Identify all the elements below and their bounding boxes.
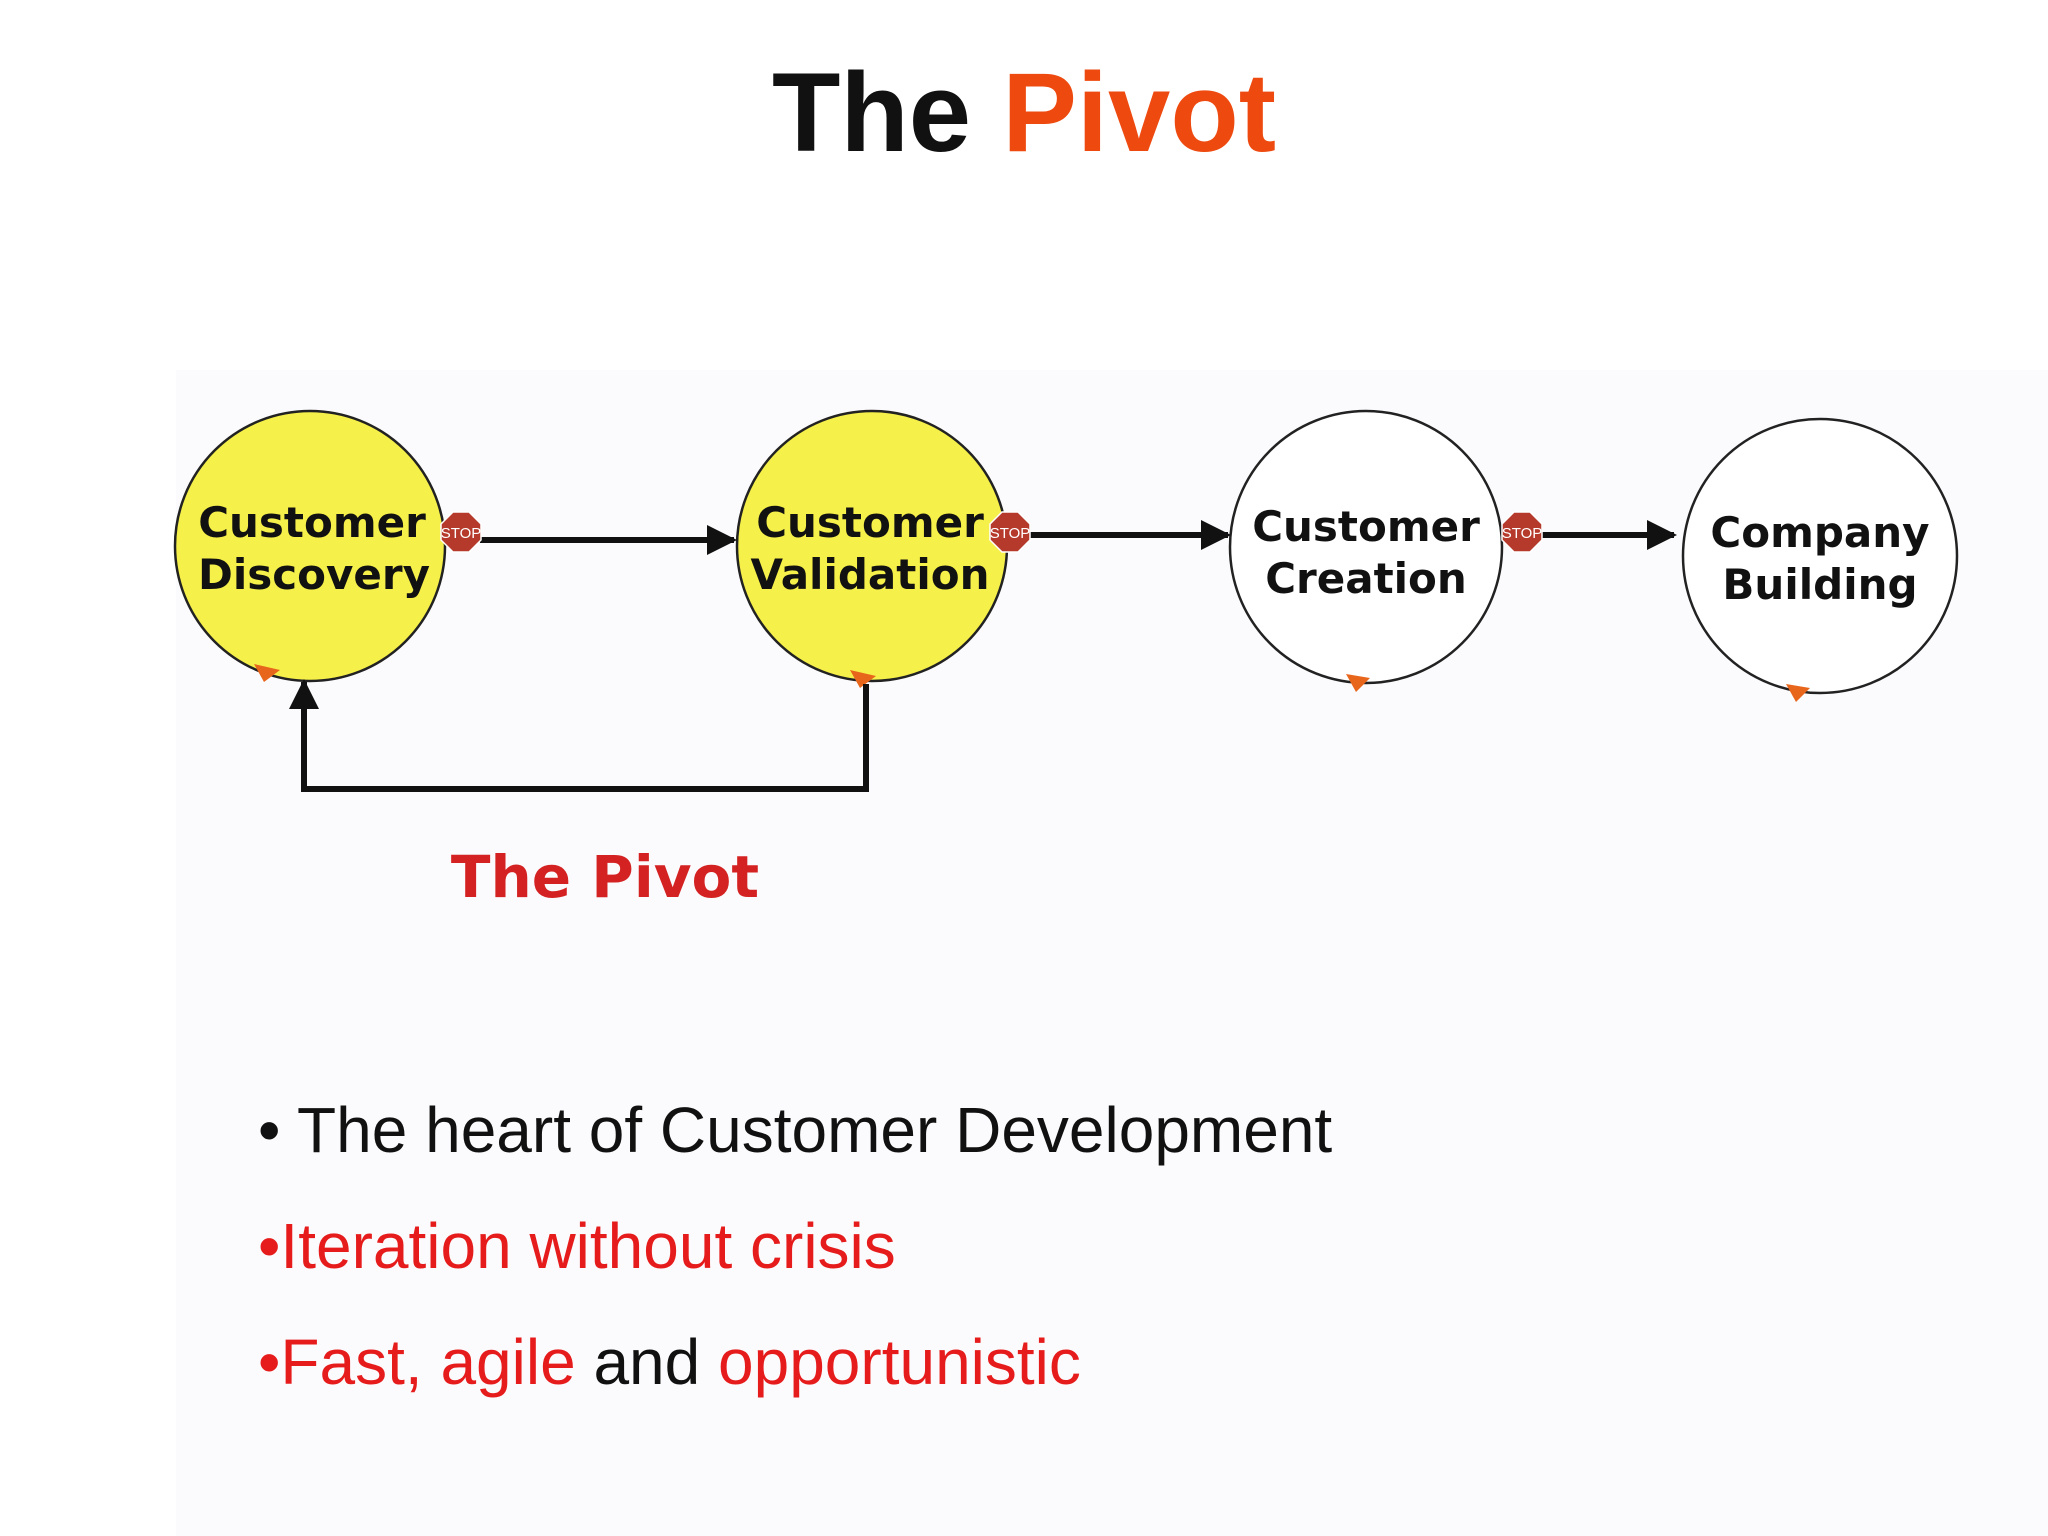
title-part-the: The [771,50,972,175]
bullet-list: • The heart of Customer Development •Ite… [258,1072,1858,1420]
stage-label-line1: Customer [1252,502,1480,551]
bullet-item-3: •Fast, agile and opportunistic [258,1304,1858,1420]
stage-label-line1: Customer [756,498,984,547]
title-part-pivot: Pivot [1002,50,1277,175]
stage-label-line1: Company [1710,508,1929,557]
stage-customer-creation: Customer Creation [1228,409,1504,692]
stage-label-line2: Building [1722,560,1917,609]
stop-sign-icon: STOP [1501,511,1543,553]
stop-sign-icon: STOP [440,511,482,553]
bullet-marker: • [258,1210,281,1282]
bullet-text: Iteration without crisis [280,1210,896,1282]
stage-label-line2: Creation [1265,554,1467,603]
cycle-marker-icon [254,664,280,682]
pivot-loop-arrow [289,679,869,792]
stage-label-line1: Customer [198,498,426,547]
pivot-label: The Pivot [451,843,759,911]
cycle-marker-icon [1346,674,1370,692]
bullet-marker: • [258,1094,298,1166]
stop-sign-text: STOP [990,525,1031,542]
slide-title: The Pivot [0,48,2048,178]
stage-label-line2: Discovery [198,550,430,599]
bullet-text: The heart of Customer Development [297,1094,1333,1166]
bullet-item-2: •Iteration without crisis [258,1188,1858,1304]
stage-customer-discovery: Customer Discovery [173,409,447,683]
bullet-item-1: • The heart of Customer Development [258,1072,1858,1188]
bullet-marker: • [258,1326,281,1398]
bullet-text-and: and [575,1326,718,1398]
stage-label-line2: Validation [751,550,990,599]
bullet-text-fast-agile: Fast, agile [280,1326,576,1398]
cycle-marker-icon [850,670,876,688]
stop-sign-text: STOP [441,525,482,542]
stop-sign-icon: STOP [989,511,1031,553]
stage-company-building: Company Building [1681,417,1959,702]
bullet-text-opportunistic: opportunistic [718,1326,1081,1398]
cycle-marker-icon [1786,684,1810,702]
stage-customer-validation: Customer Validation [735,409,1009,688]
stop-sign-text: STOP [1502,525,1543,542]
